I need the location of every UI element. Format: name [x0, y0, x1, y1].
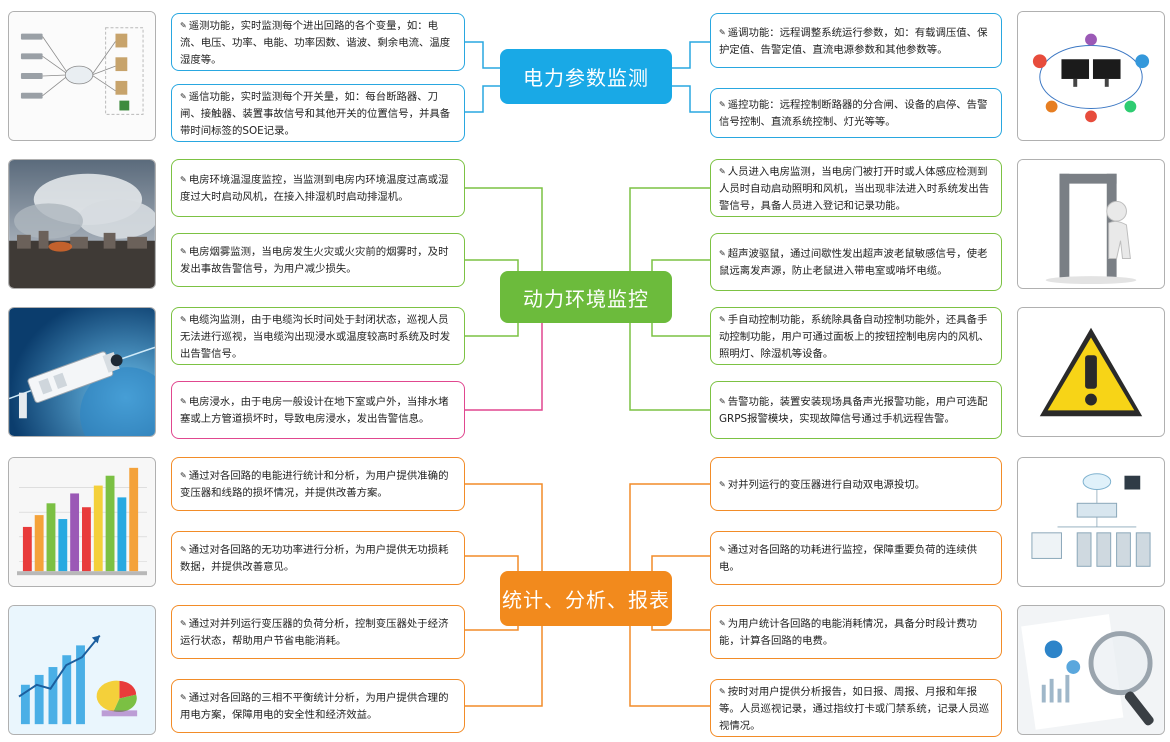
hub-power-monitoring: 电力参数监测: [500, 49, 672, 104]
box-text: 电房环境温湿度监控，当监测到电房内环境温度过高或湿度过大时启动风机，在接入排湿机…: [180, 174, 449, 203]
box-text: 通过对各回路的电能进行统计和分析，为用户提供准确的变压器和线路的损坏情况，并提供…: [180, 470, 449, 499]
server-network-diagram: [1017, 457, 1165, 587]
monitor-network-diagram: [1017, 11, 1165, 141]
env-right-box-1: ✎人员进入电房监测，当电房门被打开时或人体感应检测到人员时自动启动照明和风机，当…: [710, 159, 1002, 217]
warning-triangle-icon: [1017, 307, 1165, 437]
pencil-icon: ✎: [180, 545, 187, 554]
stats-left-box-4: ✎通过对各回路的三相不平衡统计分析，为用户提供合理的用电方案，保障用电的安全性和…: [171, 679, 465, 733]
box-text: 电房浸水，由于电房一般设计在地下室或户外，当排水堵塞或上方管道损坏时，导致电房浸…: [180, 396, 449, 425]
stats-left-box-1: ✎通过对各回路的电能进行统计和分析，为用户提供准确的变压器和线路的损坏情况，并提…: [171, 457, 465, 511]
pencil-icon: ✎: [719, 100, 726, 109]
env-right-box-2: ✎超声波驱鼠，通过间歇性发出超声波老鼠敏感信号，使老鼠远离发声源，防止老鼠进入带…: [710, 233, 1002, 291]
pencil-icon: ✎: [719, 686, 726, 696]
pencil-icon: ✎: [719, 314, 726, 324]
walk-through-door-sensor: [1017, 159, 1165, 289]
env-left-box-3: ✎电缆沟监测，由于电缆沟长时间处于封闭状态，巡视人员无法进行巡视，当电缆沟出现浸…: [171, 307, 465, 365]
box-text: 对并列运行的变压器进行自动双电源投切。: [727, 478, 926, 491]
smoke-fire-photo: [8, 159, 156, 289]
env-left-box-2: ✎电房烟雾监测，当电房发生火灾或火灾前的烟雾时，及时发出事故告警信号，为用户减少…: [171, 233, 465, 287]
power-left-box-2: ✎遥信功能，实时监测每个开关量，如：每台断路器、刀闸、接触器、装置事故信号和其他…: [171, 84, 465, 142]
stats-right-box-2: ✎通过对各回路的功耗进行监控，保障重要负荷的连续供电。: [710, 531, 1002, 585]
network-topology-diagram: [8, 11, 156, 141]
pencil-icon: ✎: [180, 471, 187, 480]
hub-environment-monitoring: 动力环境监控: [500, 271, 672, 323]
stats-left-box-3: ✎通过对并列运行变压器的负荷分析，控制变压器处于经济运行状态，帮助用户节省电能消…: [171, 605, 465, 659]
stats-right-box-4: ✎按时对用户提供分析报告，如日报、周报、月报和年报等。人员巡视记录，通过指纹打卡…: [710, 679, 1002, 737]
cctv-camera-photo: [8, 307, 156, 437]
pencil-icon: ✎: [180, 619, 187, 628]
env-connector-pink: [465, 320, 543, 411]
stats-right-box-1: ✎对并列运行的变压器进行自动双电源投切。: [710, 457, 1002, 511]
magnifier-report-photo: [1017, 605, 1165, 735]
pencil-icon: ✎: [180, 247, 187, 256]
box-text: 通过对并列运行变压器的负荷分析，控制变压器处于经济运行状态，帮助用户节省电能消耗…: [180, 618, 449, 647]
box-text: 通过对各回路的三相不平衡统计分析，为用户提供合理的用电方案，保障用电的安全性和经…: [180, 692, 449, 721]
env-right-box-4: ✎告警功能，装置安装现场具备声光报警功能，用户可选配GRPS报警模块，实现故障信…: [710, 381, 1002, 439]
box-text: 电缆沟监测，由于电缆沟长时间处于封闭状态，巡视人员无法进行巡视，当电缆沟出现浸水…: [180, 313, 451, 360]
power-right-box-1: ✎遥调功能：远程调整系统运行参数，如：有载调压值、保护定值、告警定值、直流电源参…: [710, 13, 1002, 68]
box-text: 手自动控制功能，系统除具备自动控制功能外，还具备手动控制功能，用户可通过面板上的…: [719, 313, 990, 360]
power-left-box-1: ✎遥测功能，实时监测每个进出回路的各个变量，如：电流、电压、功率、电能、功率因数…: [171, 13, 465, 71]
hub-statistics-reports: 统计、分析、报表: [500, 571, 672, 626]
env-left-box-1: ✎电房环境温湿度监控，当监测到电房内环境温度过高或湿度过大时启动风机，在接入排湿…: [171, 159, 465, 217]
box-text: 电房烟雾监测，当电房发生火灾或火灾前的烟雾时，及时发出事故告警信号，为用户减少损…: [180, 246, 449, 275]
pencil-icon: ✎: [180, 91, 187, 101]
box-text: 为用户统计各回路的电能消耗情况，具备分时段计费功能，计算各回路的电费。: [719, 618, 978, 647]
env-right-box-3: ✎手自动控制功能，系统除具备自动控制功能外，还具备手动控制功能，用户可通过面板上…: [710, 307, 1002, 365]
power-connectors: [465, 41, 710, 113]
stats-right-box-3: ✎为用户统计各回路的电能消耗情况，具备分时段计费功能，计算各回路的电费。: [710, 605, 1002, 659]
pencil-icon: ✎: [180, 693, 187, 702]
box-text: 遥调功能：远程调整系统运行参数，如：有载调压值、保护定值、告警定值、直流电源参数…: [719, 26, 988, 56]
box-text: 告警功能，装置安装现场具备声光报警功能，用户可选配GRPS报警模块，实现故障信号…: [719, 396, 988, 425]
pencil-icon: ✎: [719, 545, 726, 554]
pencil-icon: ✎: [719, 397, 726, 406]
pencil-icon: ✎: [719, 479, 726, 489]
pencil-icon: ✎: [719, 166, 726, 176]
pencil-icon: ✎: [719, 249, 726, 258]
pencil-icon: ✎: [180, 397, 187, 406]
box-text: 遥控功能：远程控制断路器的分合闸、设备的启停、告警信号控制、直流系统控制、灯光等…: [719, 99, 988, 128]
box-text: 通过对各回路的功耗进行监控，保障重要负荷的连续供电。: [719, 544, 978, 573]
box-text: 遥测功能，实时监测每个进出回路的各个变量，如：电流、电压、功率、电能、功率因数、…: [180, 19, 451, 66]
power-right-box-2: ✎遥控功能：远程控制断路器的分合闸、设备的启停、告警信号控制、直流系统控制、灯光…: [710, 88, 1002, 138]
box-text: 按时对用户提供分析报告，如日报、周报、月报和年报等。人员巡视记录，通过指纹打卡或…: [719, 685, 990, 732]
box-text: 遥信功能，实时监测每个开关量，如：每台断路器、刀闸、接触器、装置事故信号和其他开…: [180, 90, 451, 137]
stats-left-box-2: ✎通过对各回路的无功功率进行分析，为用户提供无功损耗数据，并提供改善意见。: [171, 531, 465, 585]
pencil-icon: ✎: [180, 314, 187, 324]
box-text: 人员进入电房监测，当电房门被打开时或人体感应检测到人员时自动启动照明和风机，当出…: [719, 165, 990, 212]
pencil-icon: ✎: [719, 27, 726, 37]
box-text: 通过对各回路的无功功率进行分析，为用户提供无功损耗数据，并提供改善意见。: [180, 544, 449, 573]
pencil-icon: ✎: [180, 20, 187, 30]
pencil-icon: ✎: [719, 619, 726, 628]
pencil-icon: ✎: [180, 175, 187, 184]
3d-bar-chart: [8, 457, 156, 587]
box-text: 超声波驱鼠，通过间歇性发出超声波老鼠敏感信号，使老鼠远离发声源，防止老鼠进入带电…: [719, 248, 988, 277]
growth-chart-pie: [8, 605, 156, 735]
env-left-box-4: ✎电房浸水，由于电房一般设计在地下室或户外，当排水堵塞或上方管道损坏时，导致电房…: [171, 381, 465, 439]
